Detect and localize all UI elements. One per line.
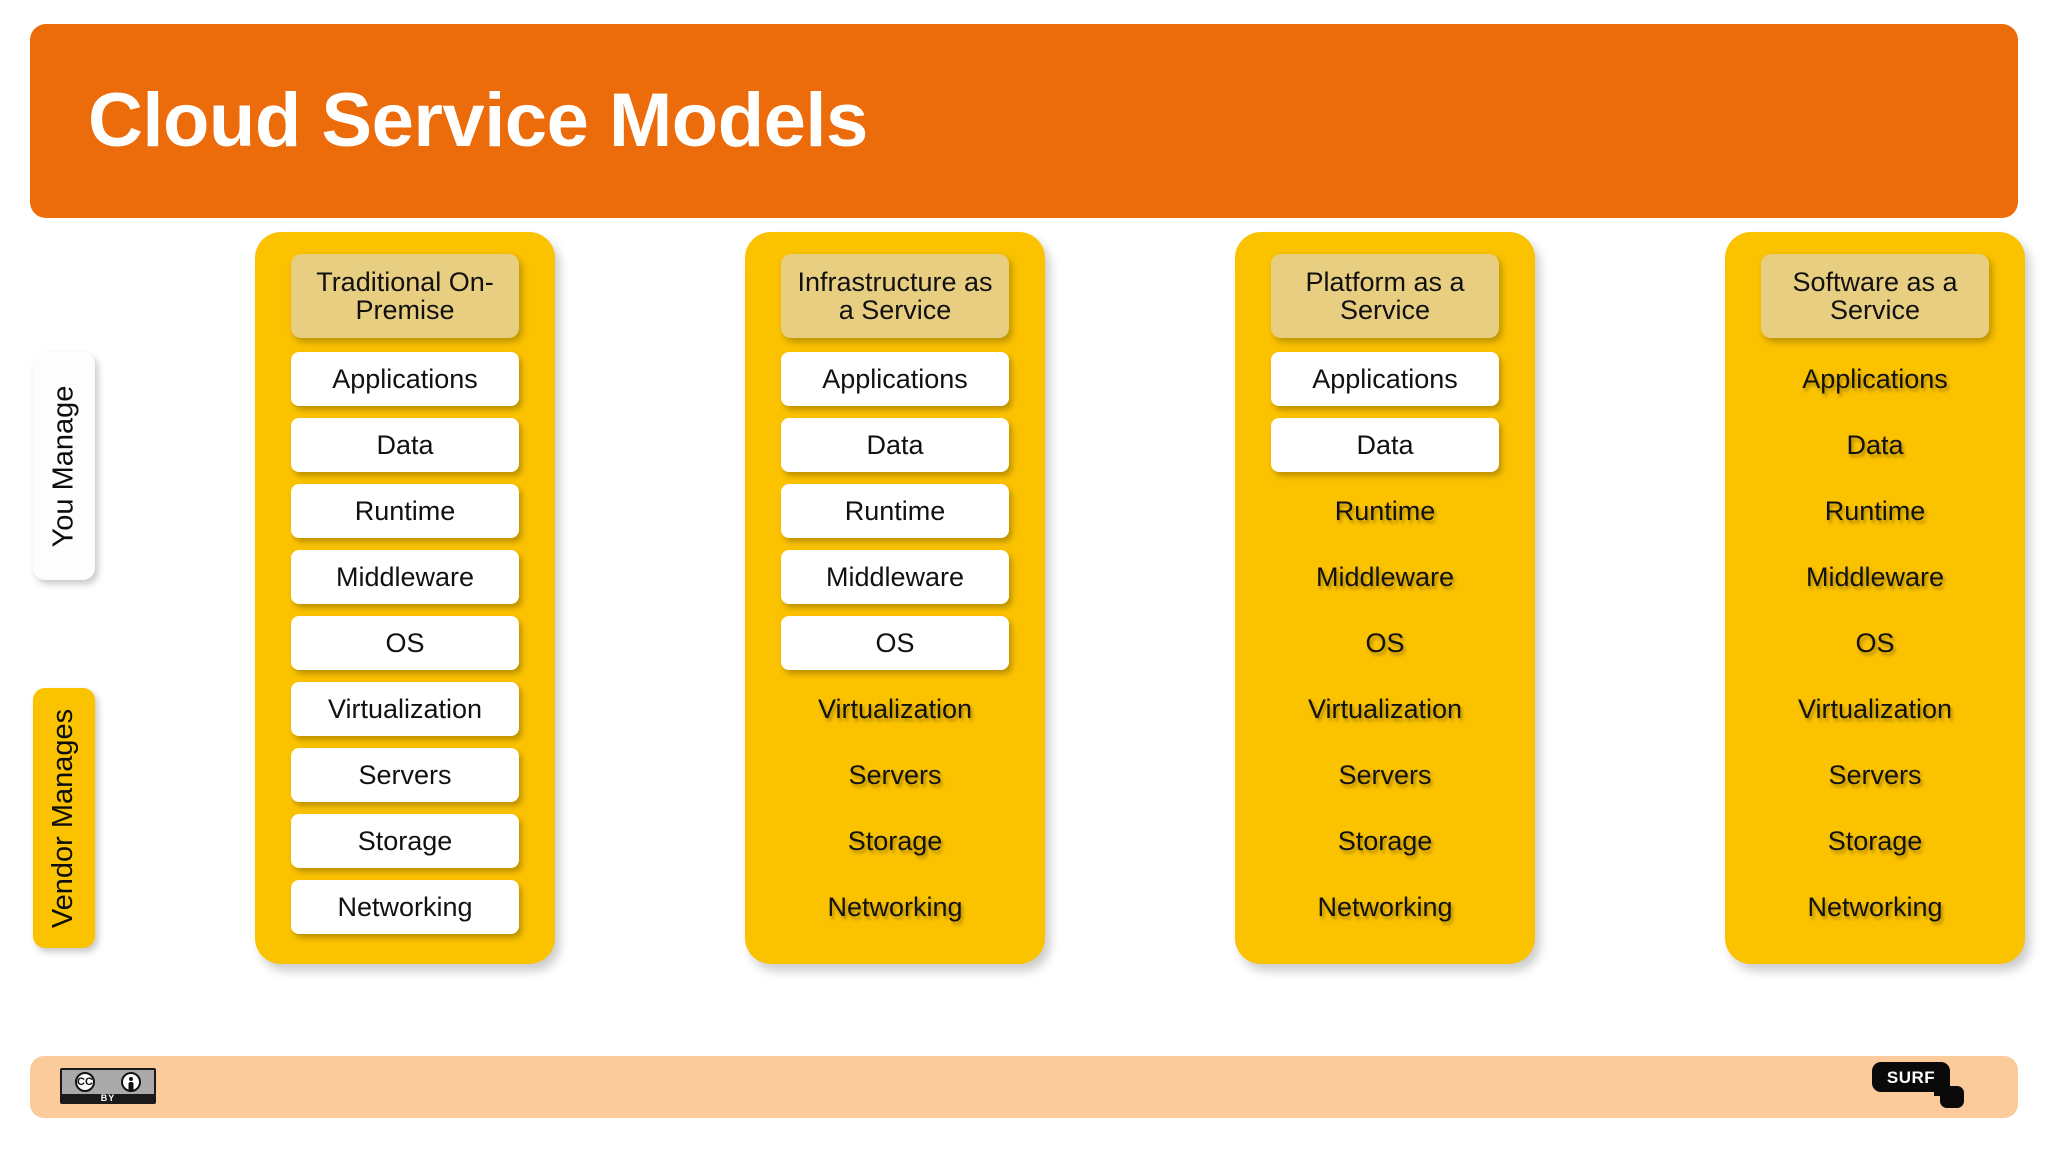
stack-layer-applications: Applications <box>1271 352 1499 406</box>
column-header: Infrastructure as a Service <box>781 254 1009 338</box>
side-label-you-manage-text: You Manage <box>47 385 80 547</box>
surf-logo-body: SURF <box>1872 1062 1950 1092</box>
side-label-vendor-manages: Vendor Manages <box>33 688 95 948</box>
stack-layer-runtime: Runtime <box>1334 495 1436 526</box>
stack-layer-virtualization: Virtualization <box>1797 693 1953 724</box>
stack-layer-storage: Storage <box>1337 825 1433 856</box>
stack-layer-data: Data <box>291 418 519 472</box>
cc-by-label: BY <box>100 1093 116 1103</box>
stack-layer-virtualization: Virtualization <box>1307 693 1463 724</box>
side-label-vendor-manages-text: Vendor Manages <box>47 708 80 928</box>
side-label-you-manage: You Manage <box>33 352 95 580</box>
stack-layer-storage: Storage <box>1827 825 1923 856</box>
surf-logo-text: SURF <box>1886 1067 1936 1087</box>
surf-logo-dot <box>1940 1086 1964 1108</box>
stack-layer-middleware: Middleware <box>781 550 1009 604</box>
stack-layer-networking: Networking <box>1807 891 1943 922</box>
stack-layer-virtualization: Virtualization <box>291 682 519 736</box>
column-header: Software as a Service <box>1761 254 1989 338</box>
stack-layer-os: OS <box>781 616 1009 670</box>
stack-layer-middleware: Middleware <box>291 550 519 604</box>
stack-layer-storage: Storage <box>847 825 943 856</box>
column-header: Platform as a Service <box>1271 254 1499 338</box>
stack-layer-runtime: Runtime <box>781 484 1009 538</box>
stack-layer-os: OS <box>1855 627 1895 658</box>
stack-layer-middleware: Middleware <box>1805 561 1945 592</box>
stack-layer-servers: Servers <box>291 748 519 802</box>
stack-layer-data: Data <box>1846 429 1904 460</box>
cc-attribution-person-icon <box>121 1072 141 1092</box>
column-header: Traditional On-Premise <box>291 254 519 338</box>
stack-layer-servers: Servers <box>848 759 942 790</box>
stack-layer-networking: Networking <box>827 891 963 922</box>
stack-layer-networking: Networking <box>291 880 519 934</box>
stack-layer-data: Data <box>1271 418 1499 472</box>
stack-layer-os: OS <box>1365 627 1405 658</box>
stack-layer-virtualization: Virtualization <box>817 693 973 724</box>
title-banner: Cloud Service Models <box>30 24 2018 218</box>
stack-layer-runtime: Runtime <box>291 484 519 538</box>
service-model-column-infrastructure-as-a-service: Infrastructure as a Service Applications… <box>745 232 1045 964</box>
page-title: Cloud Service Models <box>88 78 868 163</box>
stack-layer-applications: Applications <box>1802 363 1948 394</box>
creative-commons-by-icon: CC BY <box>60 1068 156 1104</box>
surf-logo-icon: SURF <box>1872 1060 1984 1114</box>
stack-layer-servers: Servers <box>1338 759 1432 790</box>
stack-layer-applications: Applications <box>291 352 519 406</box>
stack-layer-os: OS <box>291 616 519 670</box>
stack-layer-storage: Storage <box>291 814 519 868</box>
stack-layer-runtime: Runtime <box>1824 495 1926 526</box>
stack-layer-servers: Servers <box>1828 759 1922 790</box>
stack-layer-middleware: Middleware <box>1315 561 1455 592</box>
stack-layer-data: Data <box>781 418 1009 472</box>
cc-badge-top: CC <box>62 1070 154 1094</box>
stack-layer-applications: Applications <box>781 352 1009 406</box>
footer-bar: CC BY SURF <box>30 1056 2018 1118</box>
cc-mark-icon: CC <box>75 1072 95 1092</box>
stack-layer-networking: Networking <box>1317 891 1453 922</box>
